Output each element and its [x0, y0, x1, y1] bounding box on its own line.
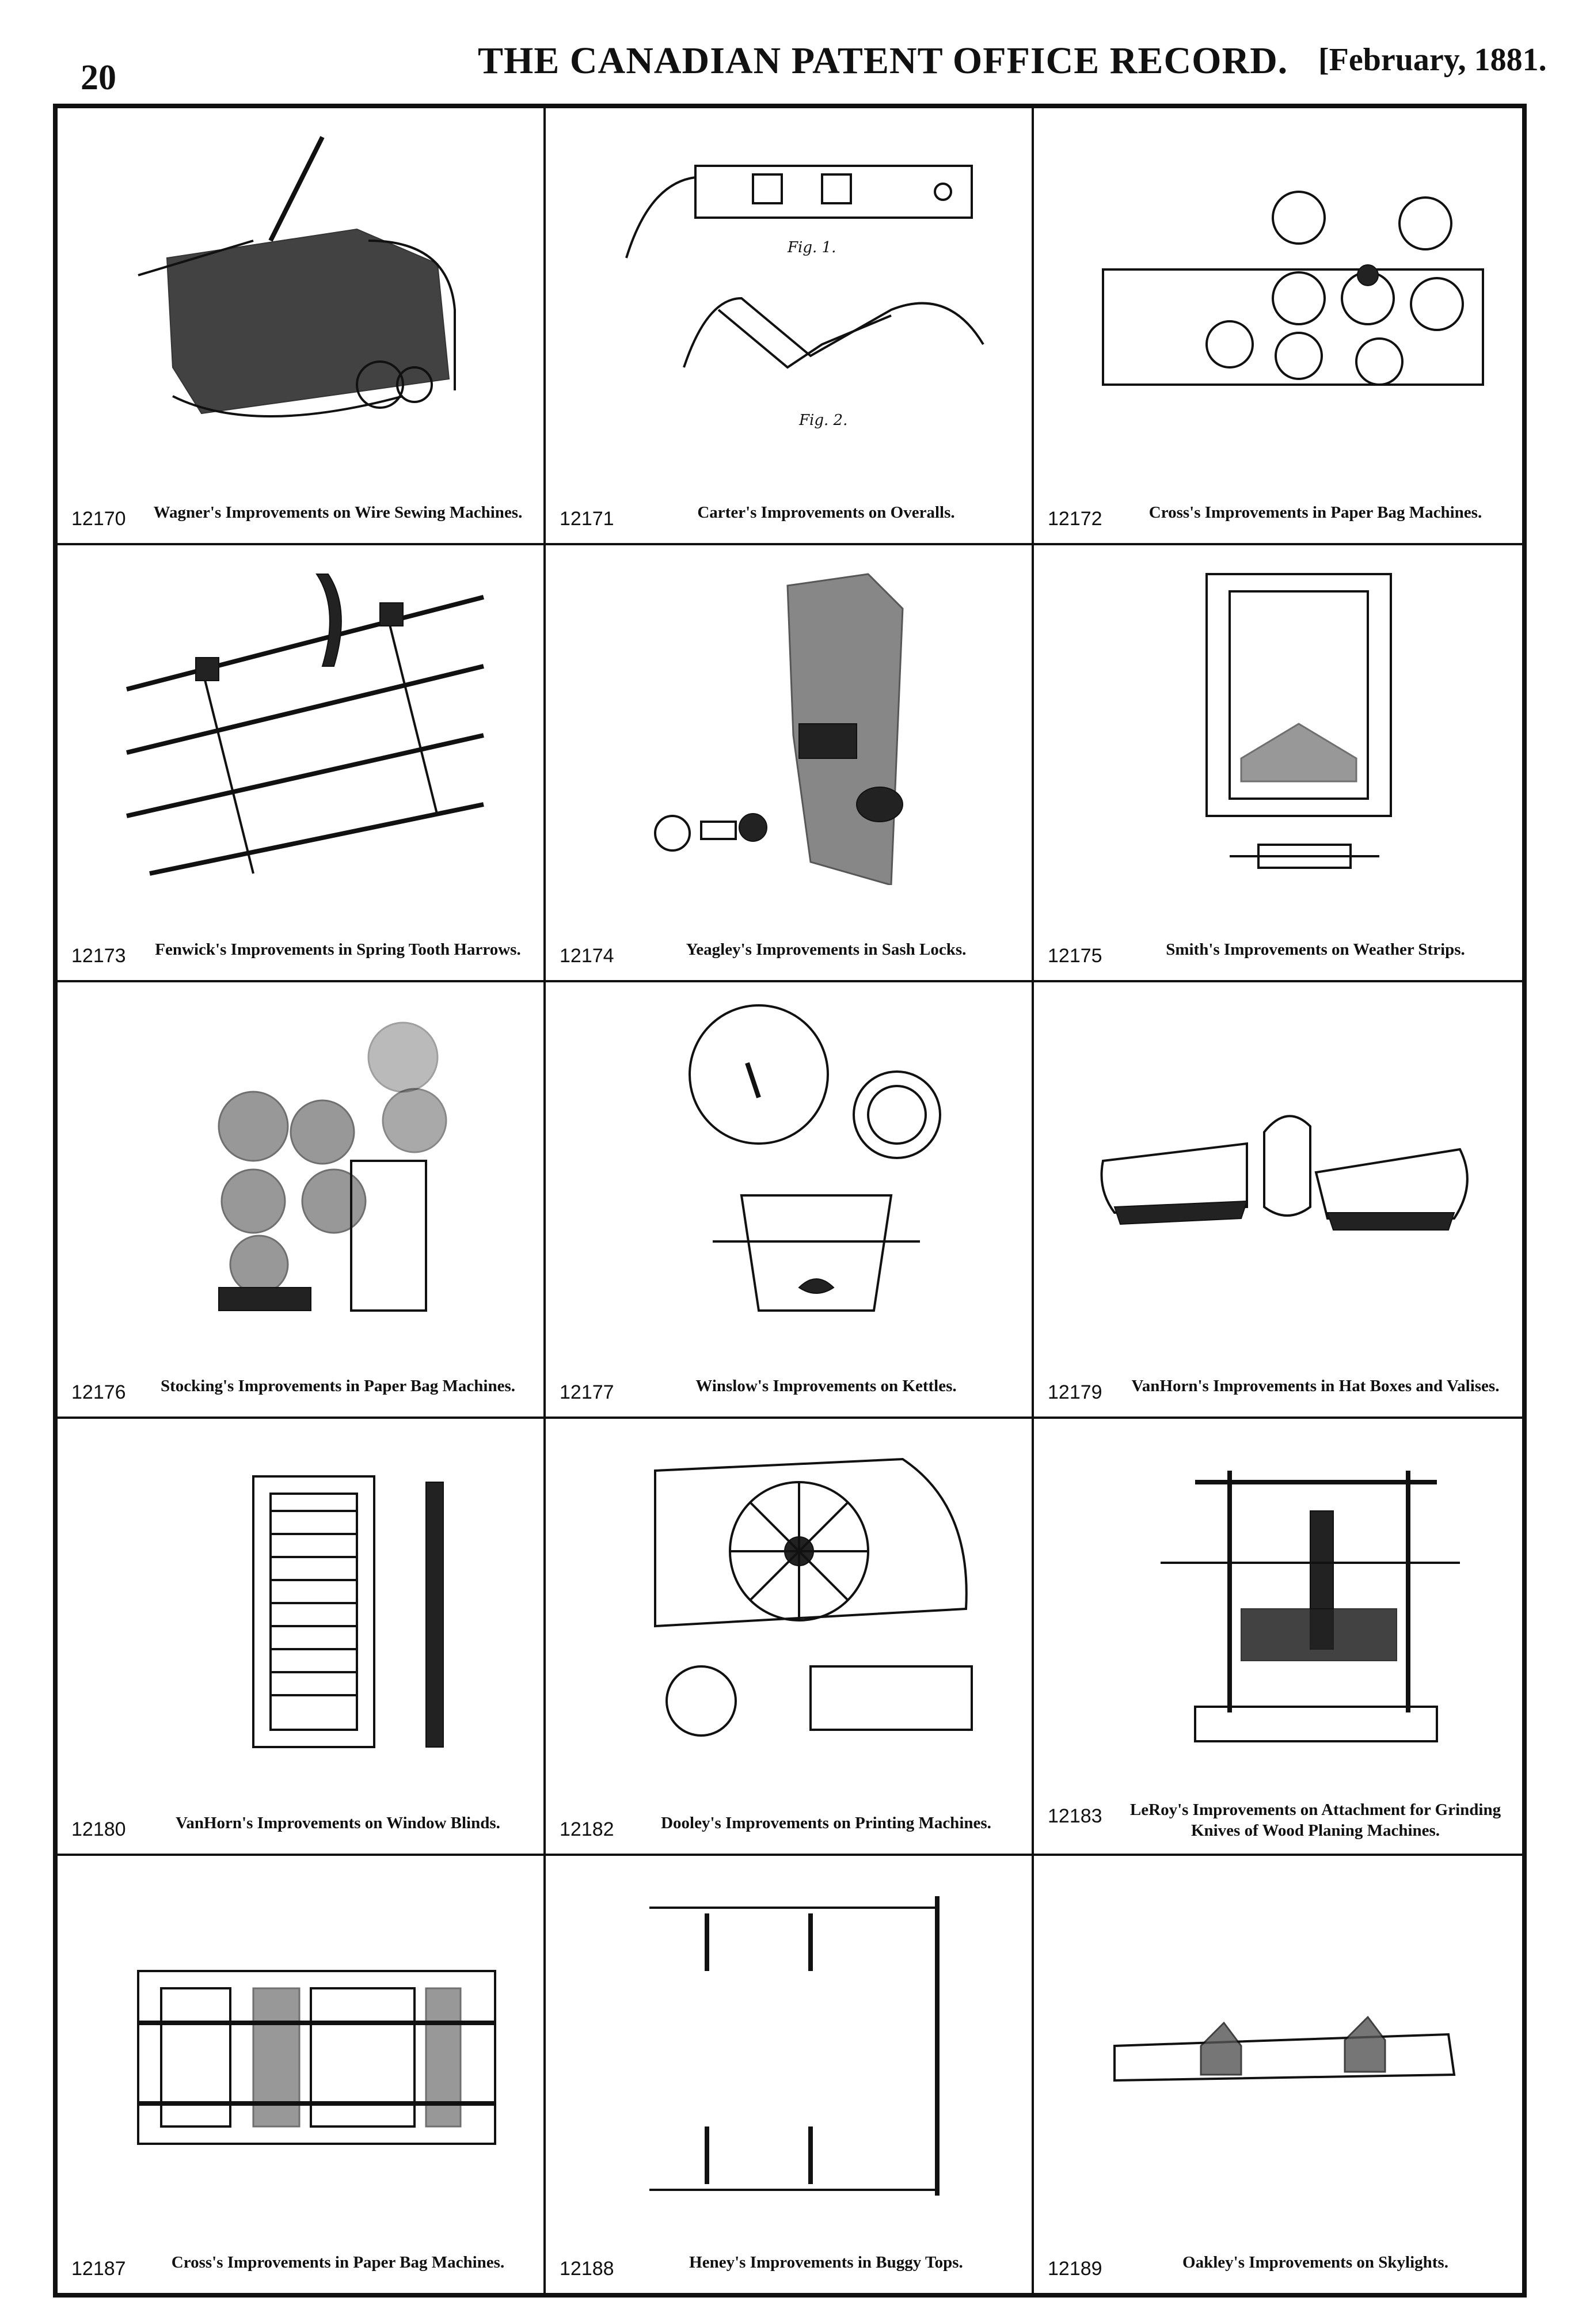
- kettle-drawing: [689, 1004, 941, 1312]
- patent-cell: 12180 VanHorn's Improvements on Window B…: [58, 1419, 546, 1856]
- publication-title: THE CANADIAN PATENT OFFICE RECORD.: [478, 40, 1288, 82]
- overalls-drawing: Fig. 1. Fig. 2.: [625, 165, 984, 429]
- patent-cell: 12176 Stocking's Improvements in Paper B…: [58, 982, 546, 1419]
- patent-title: VanHorn's Improvements in Hat Boxes and …: [1131, 1377, 1500, 1396]
- patent-number: 12172: [1048, 507, 1102, 530]
- patent-number: 12183: [1048, 1805, 1102, 1827]
- patent-number: 12182: [560, 1818, 614, 1841]
- patent-caption: 12175 Smith's Improvements on Weather St…: [1048, 939, 1508, 967]
- patent-title: Stocking's Improvements in Paper Bag Mac…: [160, 1377, 515, 1396]
- patent-caption: 12187 Cross's Improvements in Paper Bag …: [71, 2252, 530, 2280]
- patent-grid: 12170 Wagner's Improvements on Wire Sewi…: [53, 104, 1527, 2298]
- patent-title: LeRoy's Improvements on Attachment for G…: [1129, 1800, 1501, 1840]
- patent-caption: 12176 Stocking's Improvements in Paper B…: [71, 1376, 530, 1404]
- patent-title: Heney's Improvements in Buggy Tops.: [689, 2253, 963, 2272]
- patent-title: Winslow's Improvements on Kettles.: [695, 1377, 957, 1396]
- patent-number: 12179: [1048, 1381, 1102, 1404]
- paper-bag-machine-drawing: [137, 1970, 496, 2145]
- patent-caption: 12180 VanHorn's Improvements on Window B…: [71, 1813, 530, 1841]
- paper-bag-machine-drawing: [218, 1022, 447, 1312]
- patent-title: Wagner's Improvements on Wire Sewing Mac…: [153, 503, 523, 522]
- patent-title: Cross's Improvements in Paper Bag Machin…: [1148, 503, 1482, 522]
- fig-2-label: Fig. 2.: [798, 412, 847, 429]
- patent-title: Carter's Improvements on Overalls.: [697, 503, 955, 522]
- patent-cell: 12174 Yeagley's Improvements in Sash Loc…: [546, 545, 1034, 982]
- patent-number: 12177: [560, 1381, 614, 1404]
- patent-caption: 12172 Cross's Improvements in Paper Bag …: [1048, 502, 1508, 530]
- window-blind-drawing: [252, 1475, 444, 1749]
- hat-box-valise-drawing: [1100, 1114, 1469, 1231]
- patent-caption: 12189 Oakley's Improvements on Skylights…: [1048, 2252, 1508, 2280]
- patent-cell: 12188 Heney's Improvements in Buggy Tops…: [546, 1856, 1034, 2293]
- patent-cell: 12187 Cross's Improvements in Paper Bag …: [58, 1856, 546, 2293]
- harrow-drawing: [126, 573, 484, 876]
- patent-number: 12180: [71, 1818, 126, 1841]
- patent-title: Yeagley's Improvements in Sash Locks.: [686, 940, 967, 959]
- fig-1-label: Fig. 1.: [787, 239, 836, 256]
- patent-number: 12189: [1048, 2257, 1102, 2280]
- patent-caption: 12177 Winslow's Improvements on Kettles.: [560, 1376, 1018, 1404]
- patent-title: Smith's Improvements on Weather Strips.: [1166, 940, 1465, 959]
- patent-caption: 12183 LeRoy's Improvements on Attachment…: [1048, 1799, 1508, 1841]
- patent-caption: 12171 Carter's Improvements on Overalls.: [560, 502, 1018, 530]
- patent-caption: 12182 Dooley's Improvements on Printing …: [560, 1813, 1018, 1841]
- patent-cell: 12172 Cross's Improvements in Paper Bag …: [1034, 108, 1522, 545]
- patent-cell: 12175 Smith's Improvements on Weather St…: [1034, 545, 1522, 982]
- knife-grinding-attachment-drawing: [1161, 1471, 1460, 1743]
- sash-lock-drawing: [654, 573, 904, 885]
- patent-title: VanHorn's Improvements on Window Blinds.: [176, 1814, 500, 1833]
- patent-number: 12175: [1048, 944, 1102, 967]
- patent-cell: 12177 Winslow's Improvements on Kettles.: [546, 982, 1034, 1419]
- patent-cell: 12189 Oakley's Improvements on Skylights…: [1034, 1856, 1522, 2293]
- patent-number: 12188: [560, 2257, 614, 2280]
- patent-number: 12170: [71, 507, 126, 530]
- weather-strip-drawing: [1205, 572, 1392, 869]
- patent-caption: 12173 Fenwick's Improvements in Spring T…: [71, 939, 530, 967]
- issue-date: [February, 1881.: [1318, 42, 1547, 78]
- patent-caption: 12188 Heney's Improvements in Buggy Tops…: [560, 2252, 1018, 2280]
- patent-title: Cross's Improvements in Paper Bag Machin…: [171, 2253, 505, 2272]
- patent-cell: 12183 LeRoy's Improvements on Attachment…: [1034, 1419, 1522, 1856]
- patent-cell: 12173 Fenwick's Improvements in Spring T…: [58, 545, 546, 982]
- patent-cell: 12170 Wagner's Improvements on Wire Sewi…: [58, 108, 546, 545]
- patent-cell: 12182 Dooley's Improvements on Printing …: [546, 1419, 1034, 1856]
- patent-number: 12187: [71, 2257, 126, 2280]
- patent-number: 12171: [560, 507, 614, 530]
- buggy-top-drawing: [649, 1896, 940, 2196]
- patent-number: 12174: [560, 944, 614, 967]
- patent-cell: Fig. 1. Fig. 2. 12171 Carter's Improveme…: [546, 108, 1034, 545]
- patent-number: 12176: [71, 1381, 126, 1404]
- skylight-drawing: [1113, 2015, 1456, 2082]
- patent-number: 12173: [71, 944, 126, 967]
- paper-bag-machine-drawing: [1102, 191, 1484, 386]
- patent-caption: 12174 Yeagley's Improvements in Sash Loc…: [560, 939, 1018, 967]
- patent-title: Oakley's Improvements on Skylights.: [1182, 2253, 1448, 2272]
- patent-caption: 12170 Wagner's Improvements on Wire Sewi…: [71, 502, 530, 530]
- page-number: 20: [81, 58, 116, 97]
- patent-caption: 12179 VanHorn's Improvements in Hat Boxe…: [1048, 1376, 1508, 1404]
- page-header: 20 THE CANADIAN PATENT OFFICE RECORD. [F…: [0, 0, 1586, 98]
- wire-sewing-machine-drawing: [138, 136, 456, 417]
- patent-title: Fenwick's Improvements in Spring Tooth H…: [155, 940, 521, 959]
- patent-title: Dooley's Improvements on Printing Machin…: [661, 1814, 991, 1833]
- printing-machine-drawing: [654, 1458, 973, 1737]
- patent-cell: 12179 VanHorn's Improvements in Hat Boxe…: [1034, 982, 1522, 1419]
